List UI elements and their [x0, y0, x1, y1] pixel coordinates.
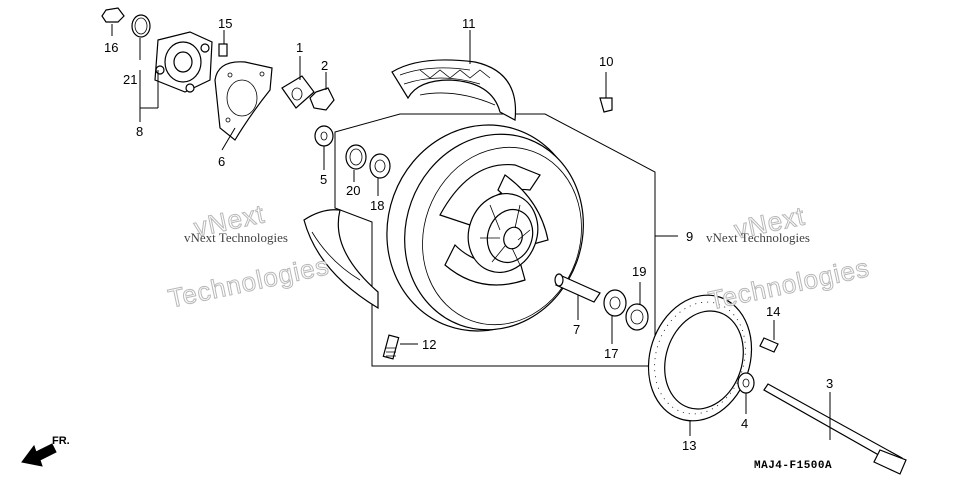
rear-tire	[391, 59, 517, 121]
radial-ball-bearing-left	[369, 153, 391, 179]
callout-1: 1	[296, 40, 303, 55]
leader-lines	[111, 24, 831, 440]
rear-brake-disc	[647, 294, 753, 422]
callout-10: 10	[599, 54, 613, 69]
callout-15: 15	[218, 16, 232, 31]
callout-labels: 1 2 3 4 5 6 7 8 9 10 11 12 13 14 15 16 1…	[104, 16, 833, 453]
watermark-left: vNext Technologies	[165, 198, 332, 314]
o-ring	[131, 14, 151, 38]
callout-11: 11	[462, 16, 476, 31]
wheel-assembly-bracket	[334, 113, 678, 367]
callout-5: 5	[320, 172, 327, 187]
callout-9: 9	[686, 229, 693, 244]
front-direction-label: FR.	[52, 435, 70, 447]
rear-axle	[763, 383, 907, 475]
dust-seal	[345, 144, 367, 170]
callout-17: 17	[604, 346, 618, 361]
callout-12: 12	[422, 337, 436, 352]
callout-21: 21	[123, 72, 137, 87]
oil-seal	[625, 303, 649, 331]
callout-4: 4	[741, 416, 748, 431]
flange-bolt	[218, 43, 228, 57]
drive-flange-stud	[382, 334, 400, 360]
front-arrow-icon	[21, 443, 57, 467]
side-collar	[737, 372, 755, 394]
callout-13: 13	[682, 438, 696, 453]
flange-nut	[101, 7, 125, 23]
callout-18: 18	[370, 198, 384, 213]
collar	[281, 75, 315, 109]
watermark-right: vNext Technologies	[705, 200, 872, 316]
watermark-left-caption: vNext Technologies	[184, 230, 288, 245]
callout-2: 2	[321, 58, 328, 73]
front-direction-indicator: FR.	[21, 435, 70, 467]
distance-collar	[554, 273, 601, 303]
axle-nut	[309, 87, 335, 111]
callout-6: 6	[218, 154, 225, 169]
callout-3: 3	[826, 376, 833, 391]
watermark-right-line2: Technologies	[706, 252, 872, 315]
callout-16: 16	[104, 40, 118, 55]
flange-plate	[214, 61, 273, 141]
callout-14: 14	[766, 304, 780, 319]
rear-tire-lower	[303, 209, 379, 310]
air-valve	[599, 97, 613, 113]
callout-19: 19	[632, 264, 646, 279]
watermark-right-caption: vNext Technologies	[706, 230, 810, 245]
watermark-left-line2: Technologies	[165, 250, 331, 313]
wheel-hub	[467, 193, 539, 273]
disc-bolt	[759, 337, 779, 353]
final-driven-flange	[154, 31, 213, 93]
radial-ball-bearing-right	[603, 289, 627, 317]
washer	[314, 125, 334, 147]
callout-7: 7	[573, 322, 580, 337]
diagram-code: MAJ4-F1500A	[754, 460, 832, 472]
callout-8: 8	[136, 124, 143, 139]
callout-20: 20	[346, 183, 360, 198]
